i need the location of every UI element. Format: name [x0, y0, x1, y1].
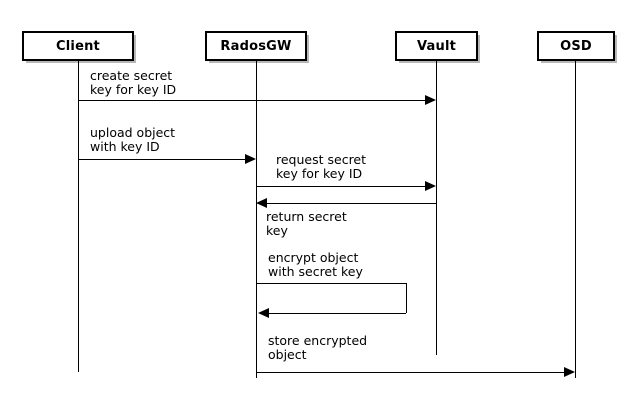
message-arrow-return-secret-key	[267, 203, 436, 204]
message-arrow-upload-object	[78, 159, 245, 160]
message-label-return-secret-key-line2: key	[266, 223, 288, 238]
arrow-head-store-encrypted-object	[564, 367, 575, 377]
arrow-head-return-secret-key	[256, 198, 267, 208]
message-label-request-secret-key-line1: request secret	[276, 152, 367, 167]
participant-label-client: Client	[56, 38, 100, 54]
message-label-create-secret-key-line1: create secret	[90, 68, 173, 83]
participant-box-vault[interactable]: Vault	[395, 31, 478, 61]
message-label-return-secret-key-line1: return secret	[266, 209, 347, 224]
message-label-encrypt-object-line1: encrypt object	[268, 250, 359, 265]
self-message-bottom-segment-encrypt-object	[269, 313, 406, 314]
participant-box-radosgw[interactable]: RadosGW	[205, 31, 307, 61]
lifeline-vault	[436, 61, 437, 355]
arrow-head-create-secret-key	[425, 95, 436, 105]
lifeline-radosgw	[256, 61, 257, 378]
participant-box-osd[interactable]: OSD	[537, 31, 615, 61]
participant-label-osd: OSD	[560, 38, 592, 54]
lifeline-client	[78, 61, 79, 372]
message-label-store-encrypted-object-line1: store encrypted	[268, 333, 368, 348]
message-arrow-create-secret-key	[78, 100, 425, 101]
self-message-right-segment-encrypt-object	[406, 283, 407, 313]
self-message-top-segment-encrypt-object	[257, 283, 406, 284]
message-label-upload-object-line1: upload object	[90, 125, 176, 140]
message-arrow-store-encrypted-object	[256, 372, 564, 373]
message-label-encrypt-object-line2: with secret key	[268, 264, 363, 279]
message-label-request-secret-key-line2: key for key ID	[276, 166, 363, 181]
lifeline-osd	[575, 61, 576, 378]
arrow-head-encrypt-object	[258, 308, 269, 318]
arrow-head-request-secret-key	[425, 181, 436, 191]
participant-label-radosgw: RadosGW	[220, 38, 292, 54]
participant-box-client[interactable]: Client	[22, 31, 134, 61]
message-label-upload-object-line2: with key ID	[90, 139, 160, 154]
message-label-create-secret-key-line2: key for key ID	[90, 82, 177, 97]
participant-label-vault: Vault	[416, 38, 457, 54]
message-label-store-encrypted-object-line2: object	[268, 347, 307, 362]
arrow-head-upload-object	[245, 154, 256, 164]
message-arrow-request-secret-key	[256, 186, 425, 187]
